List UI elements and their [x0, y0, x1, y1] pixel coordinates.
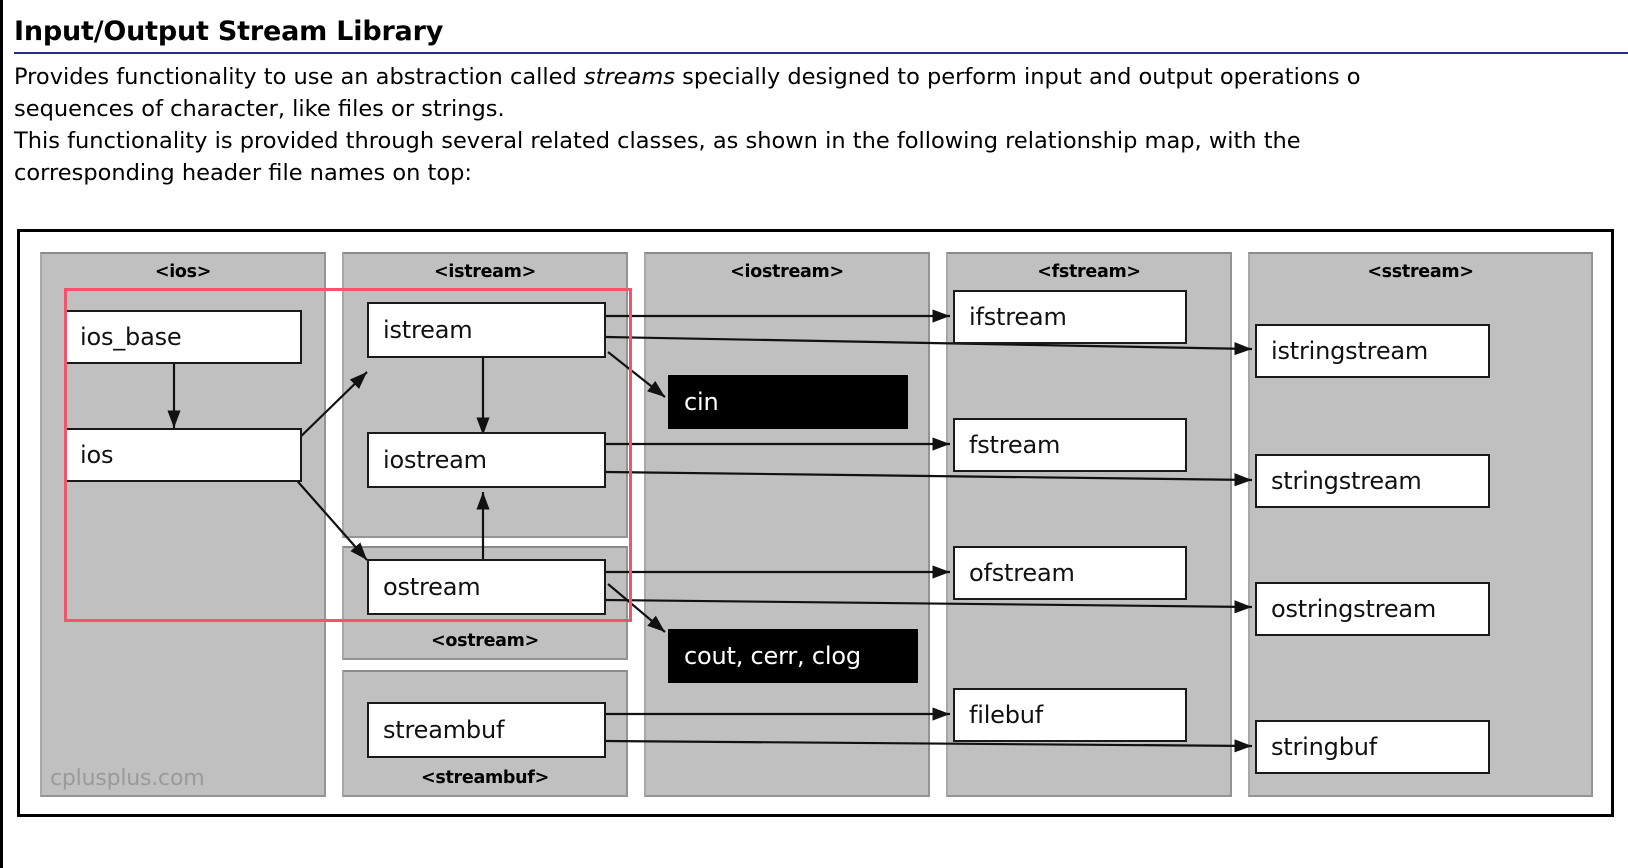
- intro-paragraphs: Provides functionality to use an abstrac…: [14, 62, 1628, 190]
- node-cout-cerr-clog[interactable]: cout, cerr, clog: [668, 629, 918, 683]
- node-istream[interactable]: istream: [367, 302, 606, 358]
- node-cout-cerr-clog-label: cout, cerr, clog: [684, 642, 861, 670]
- column-panel-iostream: <iostream>: [644, 252, 930, 797]
- node-istream-label: istream: [383, 316, 473, 344]
- column-header-sstream: <sstream>: [1367, 262, 1474, 282]
- node-ostream-label: ostream: [383, 573, 481, 601]
- node-ostream[interactable]: ostream: [367, 559, 606, 615]
- node-ostringstream[interactable]: ostringstream: [1255, 582, 1490, 636]
- page-content: Input/Output Stream Library Provides fun…: [14, 0, 1628, 868]
- page-title: Input/Output Stream Library: [14, 16, 444, 47]
- node-stringbuf[interactable]: stringbuf: [1255, 720, 1490, 774]
- column-panel-istream: <istream>: [342, 252, 628, 538]
- node-stringstream-label: stringstream: [1271, 467, 1422, 495]
- column-header-istream: <istream>: [434, 262, 536, 282]
- node-iostream[interactable]: iostream: [367, 432, 606, 488]
- node-ios[interactable]: ios: [64, 428, 302, 482]
- node-stringbuf-label: stringbuf: [1271, 733, 1377, 761]
- node-ios-label: ios: [80, 441, 114, 469]
- node-stringstream[interactable]: stringstream: [1255, 454, 1490, 508]
- paragraph-line-3: This functionality is provided through s…: [14, 128, 1301, 155]
- watermark-cplusplus: cplusplus.com: [50, 766, 205, 791]
- paragraph-1-emphasis: streams: [583, 64, 675, 91]
- node-ofstream-label: ofstream: [969, 559, 1075, 587]
- node-istringstream[interactable]: istringstream: [1255, 324, 1490, 378]
- title-underline: [14, 52, 1628, 55]
- node-cin-label: cin: [684, 388, 719, 416]
- column-header-fstream: <fstream>: [1037, 262, 1141, 282]
- column-header-iostream: <iostream>: [730, 262, 844, 282]
- paragraph-line-1: Provides functionality to use an abstrac…: [14, 62, 1628, 94]
- node-ostringstream-label: ostringstream: [1271, 595, 1437, 623]
- node-ios-base-label: ios_base: [80, 323, 182, 351]
- paragraph-1-post: specially designed to perform input and …: [674, 64, 1361, 91]
- node-cin[interactable]: cin: [668, 375, 908, 429]
- node-fstream[interactable]: fstream: [953, 418, 1187, 472]
- column-header-ostream: <ostream>: [431, 631, 539, 651]
- node-streambuf[interactable]: streambuf: [367, 702, 606, 758]
- paragraph-line-2: sequences of character, like files or st…: [14, 96, 505, 123]
- node-filebuf[interactable]: filebuf: [953, 688, 1187, 742]
- node-istringstream-label: istringstream: [1271, 337, 1429, 365]
- paragraph-line-4: corresponding header file names on top:: [14, 160, 472, 187]
- node-ios-base[interactable]: ios_base: [64, 310, 302, 364]
- paragraph-1-pre: Provides functionality to use an abstrac…: [14, 64, 584, 91]
- node-ofstream[interactable]: ofstream: [953, 546, 1187, 600]
- node-streambuf-label: streambuf: [383, 716, 505, 744]
- node-fstream-label: fstream: [969, 431, 1061, 459]
- column-header-streambuf: <streambuf>: [421, 768, 549, 788]
- column-header-ios: <ios>: [154, 262, 212, 282]
- page-left-rule: [0, 0, 3, 868]
- node-iostream-label: iostream: [383, 446, 487, 474]
- stream-relationship-map: <ios> cplusplus.com <istream> <ostream> …: [17, 229, 1614, 817]
- node-ifstream[interactable]: ifstream: [953, 290, 1187, 344]
- node-ifstream-label: ifstream: [969, 303, 1067, 331]
- node-filebuf-label: filebuf: [969, 701, 1044, 729]
